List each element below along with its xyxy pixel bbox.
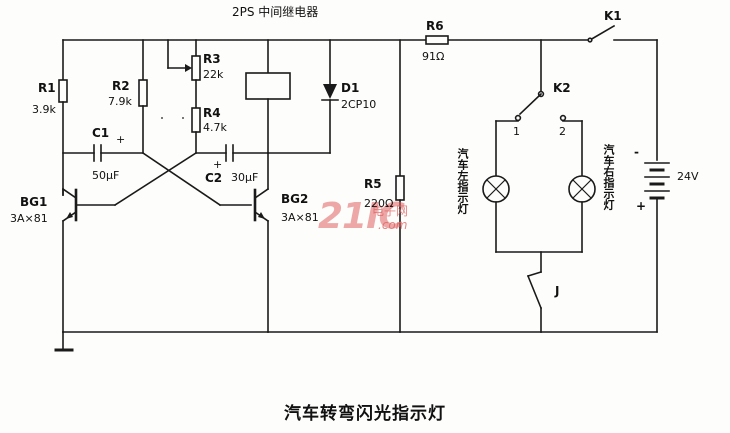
cross-wire-a — [141, 151, 222, 207]
c1-value: 50μF — [92, 169, 120, 182]
noise-dot — [182, 117, 184, 119]
k1-name: K1 — [604, 9, 622, 23]
c2-name: C2 — [205, 171, 223, 185]
r1-name: R1 — [38, 81, 56, 95]
watermark-com: .com — [378, 218, 408, 232]
battery-symbol — [644, 162, 670, 200]
figure-title: 汽车转弯闪光指示灯 — [284, 404, 446, 424]
bg1-value: 3A×81 — [10, 212, 48, 225]
transistor-bg1 — [61, 187, 78, 333]
r6-value: 91Ω — [422, 50, 445, 63]
battery-plus: + — [636, 199, 647, 213]
r4-name: R4 — [203, 106, 221, 120]
c2-plus: + — [213, 158, 223, 171]
relay-coil — [245, 72, 291, 100]
k2-pos1: 1 — [513, 125, 520, 138]
battery-minus: - — [634, 145, 639, 159]
k2-blade — [518, 92, 543, 116]
resistor-r3 — [191, 55, 201, 81]
resistor-r4 — [191, 107, 201, 133]
c1-name: C1 — [92, 126, 110, 140]
c2-value: 30μF — [231, 171, 259, 184]
k2-pos2: 2 — [559, 125, 566, 138]
r1-value: 3.9k — [32, 103, 56, 116]
resistor-r2 — [138, 79, 148, 107]
watermark-logo: 21IC — [318, 196, 405, 237]
k2-contact-1 — [514, 114, 522, 122]
resistor-r6 — [425, 35, 449, 45]
resistor-r1 — [58, 79, 68, 103]
d1-name: D1 — [341, 81, 360, 95]
watermark-cn: 电子网 — [372, 204, 409, 218]
r2-value: 7.9k — [108, 95, 132, 108]
c1-plus: + — [116, 133, 126, 146]
noise-dot — [161, 117, 163, 119]
k2-contact-2 — [559, 114, 567, 122]
lamp-right-label: 汽车右指示灯 — [602, 144, 615, 210]
relay-label: 2PS 中间继电器 — [232, 5, 319, 19]
j-contact-blade — [526, 274, 543, 310]
j-contact-stub — [527, 271, 542, 277]
lamp-right-icon — [568, 175, 596, 203]
bg2-value: 3A×81 — [281, 211, 319, 224]
r3-wiper-arrow — [185, 64, 192, 72]
lamp-left-label: 汽车左指示灯 — [456, 148, 469, 214]
k1-pivot — [587, 37, 593, 43]
r2-name: R2 — [112, 79, 130, 93]
r5-name: R5 — [364, 177, 382, 191]
lamp-left-icon — [482, 175, 510, 203]
ground-symbol — [54, 331, 74, 352]
bg2-name: BG2 — [281, 192, 309, 206]
j-name: J — [555, 284, 560, 298]
k2-name: K2 — [553, 81, 571, 95]
transistor-bg2 — [253, 152, 270, 333]
battery-value: 24V — [677, 170, 699, 183]
r5-value: 220Ω — [364, 197, 394, 210]
cross-wire-b — [113, 151, 198, 207]
bg1-name: BG1 — [20, 195, 48, 209]
r3-value: 22k — [203, 68, 224, 81]
r6-name: R6 — [426, 19, 444, 33]
r3-name: R3 — [203, 52, 221, 66]
r4-value: 4.7k — [203, 121, 227, 134]
k1-switch-blade — [588, 24, 616, 42]
d1-value: 2CP10 — [341, 98, 377, 111]
diode-d1-triangle — [323, 84, 337, 99]
